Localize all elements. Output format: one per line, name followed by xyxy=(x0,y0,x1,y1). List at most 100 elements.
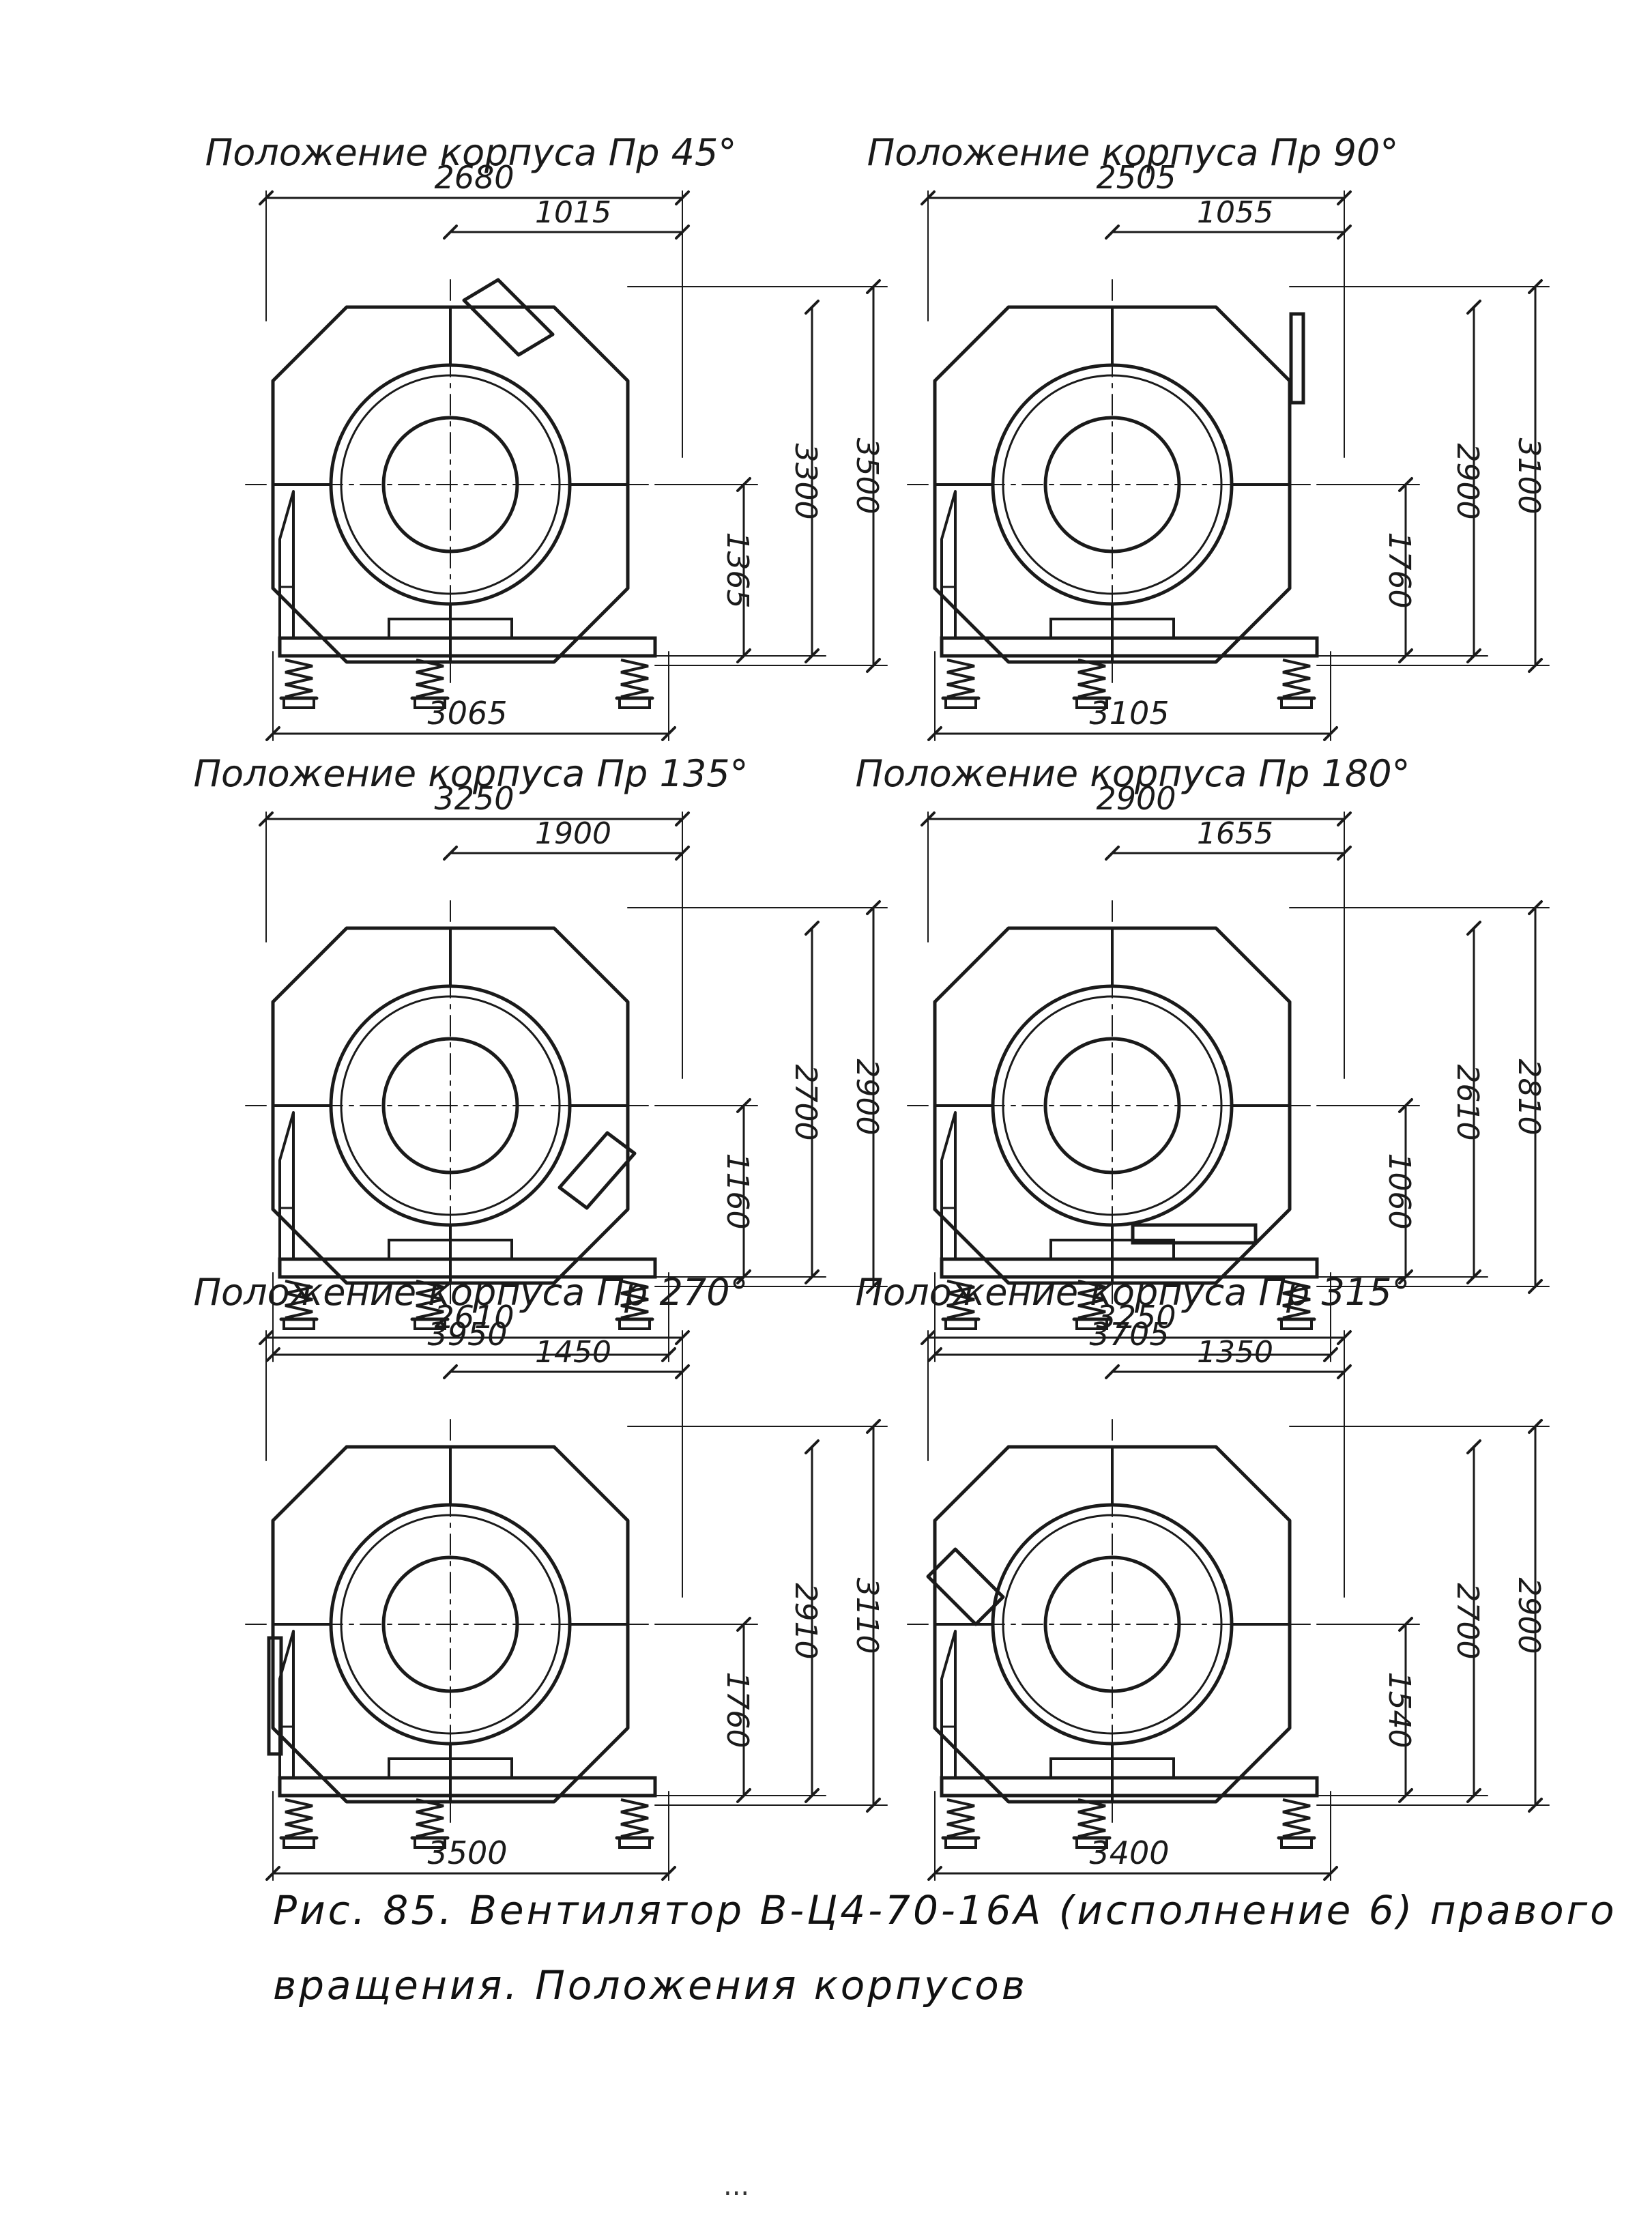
vibration-isolator-left xyxy=(279,1275,319,1330)
dimension-tick xyxy=(443,1364,458,1379)
dimension-tick xyxy=(1105,846,1120,861)
vibration-isolator-left xyxy=(941,654,981,709)
dim-outer-height: 3100 xyxy=(1511,438,1546,515)
base-frame xyxy=(278,1776,657,1798)
dimension-tick xyxy=(1466,1439,1481,1454)
spring-foot xyxy=(944,1318,977,1330)
panel-pr45: Положение корпуса Пр 45°2680101513653300… xyxy=(205,131,888,741)
spring-foot xyxy=(1075,1837,1108,1849)
dim-width-total: 2900 xyxy=(1096,780,1176,817)
housing-outline xyxy=(271,305,630,664)
vibration-isolator-middle xyxy=(410,654,450,709)
spring-foot xyxy=(1280,1318,1313,1330)
dim-centre-height: 1760 xyxy=(1382,532,1417,609)
spring-foot xyxy=(414,1837,446,1849)
base-frame xyxy=(278,1257,657,1279)
base-frame xyxy=(940,1257,1319,1279)
dim-offset: 1450 xyxy=(535,1335,611,1370)
spring-foot xyxy=(618,697,651,709)
dimension-tick xyxy=(805,1439,820,1454)
outlet-nozzle xyxy=(1289,312,1305,405)
outlet-nozzle xyxy=(267,1636,283,1756)
panel-pr270: Положение корпуса Пр 270°261014501760291… xyxy=(193,1271,888,1881)
panel-pr180: Положение корпуса Пр 180°290016551060261… xyxy=(855,752,1550,1362)
dim-centre-height: 1540 xyxy=(1382,1672,1417,1749)
outlet-nozzle xyxy=(926,1547,1005,1626)
vibration-isolator-right xyxy=(1277,1275,1316,1330)
motor-pedestal xyxy=(940,490,957,639)
dimension-tick xyxy=(1466,921,1481,936)
dimension-tick xyxy=(675,1364,690,1379)
dim-base-length: 3950 xyxy=(427,1316,507,1353)
spring-coil xyxy=(416,659,444,698)
outlet-flange xyxy=(926,1547,1005,1626)
dimension-tick xyxy=(443,846,458,861)
spring-foot xyxy=(1075,697,1108,709)
panel-pr315: Положение корпуса Пр 315°325013501540270… xyxy=(855,1271,1550,1881)
dim-offset: 1900 xyxy=(535,816,611,851)
panel-title: Положение корпуса Пр 270° xyxy=(193,1271,748,1314)
dim-centre-height: 1160 xyxy=(720,1153,755,1230)
motor-pedestal xyxy=(940,1630,957,1779)
spring-foot xyxy=(944,1837,977,1849)
outlet-flange xyxy=(267,1636,283,1756)
outlet-flange xyxy=(557,1131,637,1210)
motor-pedestal xyxy=(278,490,295,639)
vibration-isolator-middle xyxy=(1072,1794,1112,1849)
spring-foot xyxy=(618,1318,651,1330)
vibration-isolator-right xyxy=(615,654,654,709)
spring-foot xyxy=(618,1837,651,1849)
dim-inner-height: 2700 xyxy=(1450,1583,1485,1660)
dim-offset: 1055 xyxy=(1197,195,1273,230)
vibration-isolator-right xyxy=(615,1794,654,1849)
spring-foot xyxy=(1280,697,1313,709)
spring-foot xyxy=(1075,1318,1108,1330)
panel-title: Положение корпуса Пр 315° xyxy=(855,1271,1410,1314)
housing-outline xyxy=(933,926,1292,1285)
spring-coil xyxy=(620,1280,649,1319)
dimension-tick xyxy=(1105,225,1120,240)
dim-base-length: 3500 xyxy=(427,1834,507,1871)
dim-width-total: 2680 xyxy=(434,159,514,196)
dimension-tick xyxy=(675,225,690,240)
dim-width-total: 3250 xyxy=(434,780,514,817)
dim-inner-height: 2900 xyxy=(1450,444,1485,520)
spring-coil xyxy=(946,659,975,698)
dim-outer-height: 2900 xyxy=(1511,1578,1546,1654)
vibration-isolator-left xyxy=(279,1794,319,1849)
panel-pr135: Положение корпуса Пр 135°325019001160270… xyxy=(193,752,888,1362)
dim-outer-height: 3500 xyxy=(850,438,884,515)
spring-foot xyxy=(1280,1837,1313,1849)
spring-foot xyxy=(282,697,315,709)
vibration-isolator-right xyxy=(615,1275,654,1330)
spring-coil xyxy=(1077,1280,1106,1319)
spring-coil xyxy=(285,659,313,698)
spring-coil xyxy=(285,1280,313,1319)
dim-width-total: 2610 xyxy=(434,1299,514,1336)
dimension-tick xyxy=(1337,225,1352,240)
housing-outline xyxy=(271,926,630,1285)
motor-pedestal xyxy=(278,1111,295,1261)
dimension-tick xyxy=(1337,1364,1352,1379)
dimension-tick xyxy=(1337,846,1352,861)
spring-coil xyxy=(946,1798,975,1838)
motor-pedestal xyxy=(940,1111,957,1261)
housing-outline xyxy=(933,1445,1292,1804)
dim-base-length: 3705 xyxy=(1089,1316,1169,1353)
spring-coil xyxy=(1282,1280,1311,1319)
dim-offset: 1350 xyxy=(1197,1335,1273,1370)
dim-inner-height: 3300 xyxy=(788,444,823,520)
vibration-isolator-left xyxy=(279,654,319,709)
panel-title: Положение корпуса Пр 90° xyxy=(867,131,1399,174)
spring-coil xyxy=(285,1798,313,1838)
spring-foot xyxy=(414,697,446,709)
vibration-isolator-right xyxy=(1277,1794,1316,1849)
dimension-tick xyxy=(675,846,690,861)
spring-coil xyxy=(620,1798,649,1838)
housing-outline xyxy=(271,1445,630,1804)
dim-centre-height: 1760 xyxy=(720,1672,755,1749)
page-number: ... xyxy=(723,2170,750,2202)
dimension-tick xyxy=(1105,1364,1120,1379)
dimension-tick xyxy=(443,225,458,240)
